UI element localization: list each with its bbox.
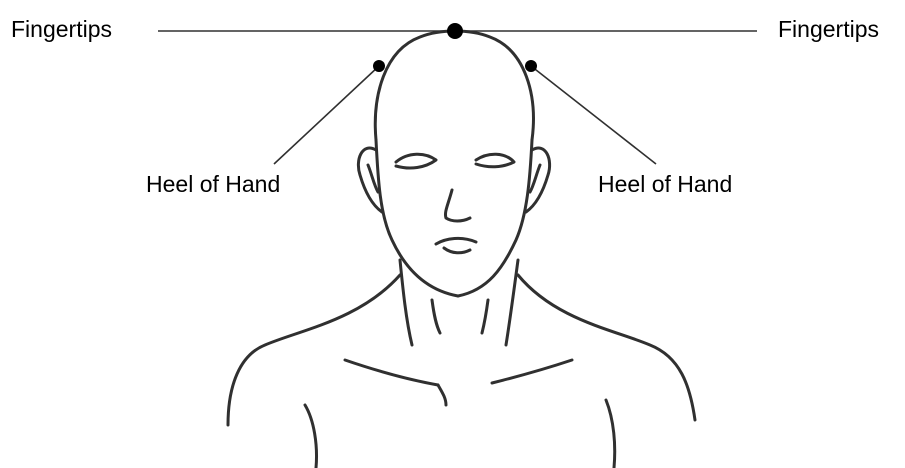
heel-of-hand-label-left: Heel of Hand bbox=[146, 171, 280, 197]
left-arm-line bbox=[305, 405, 317, 468]
left-shoulder bbox=[228, 275, 400, 425]
nose bbox=[445, 190, 470, 221]
heel-point-left bbox=[373, 60, 385, 72]
neck-left bbox=[400, 260, 412, 345]
right-arm-line bbox=[606, 400, 615, 468]
right-collarbone bbox=[492, 360, 572, 383]
fingertips-label-left: Fingertips bbox=[11, 16, 112, 42]
heel-of-hand-label-right: Heel of Hand bbox=[598, 171, 732, 197]
fingertips-point bbox=[447, 23, 463, 39]
left-collarbone bbox=[345, 360, 438, 385]
right-eye bbox=[476, 154, 514, 167]
head-outline bbox=[375, 31, 533, 140]
fingertips-label-right: Fingertips bbox=[778, 16, 879, 42]
left-eye bbox=[396, 154, 436, 168]
neck-right bbox=[506, 260, 518, 345]
right-shoulder bbox=[518, 275, 695, 420]
heel-leader-right bbox=[531, 66, 656, 164]
mouth bbox=[436, 238, 476, 244]
heel-point-right bbox=[525, 60, 537, 72]
